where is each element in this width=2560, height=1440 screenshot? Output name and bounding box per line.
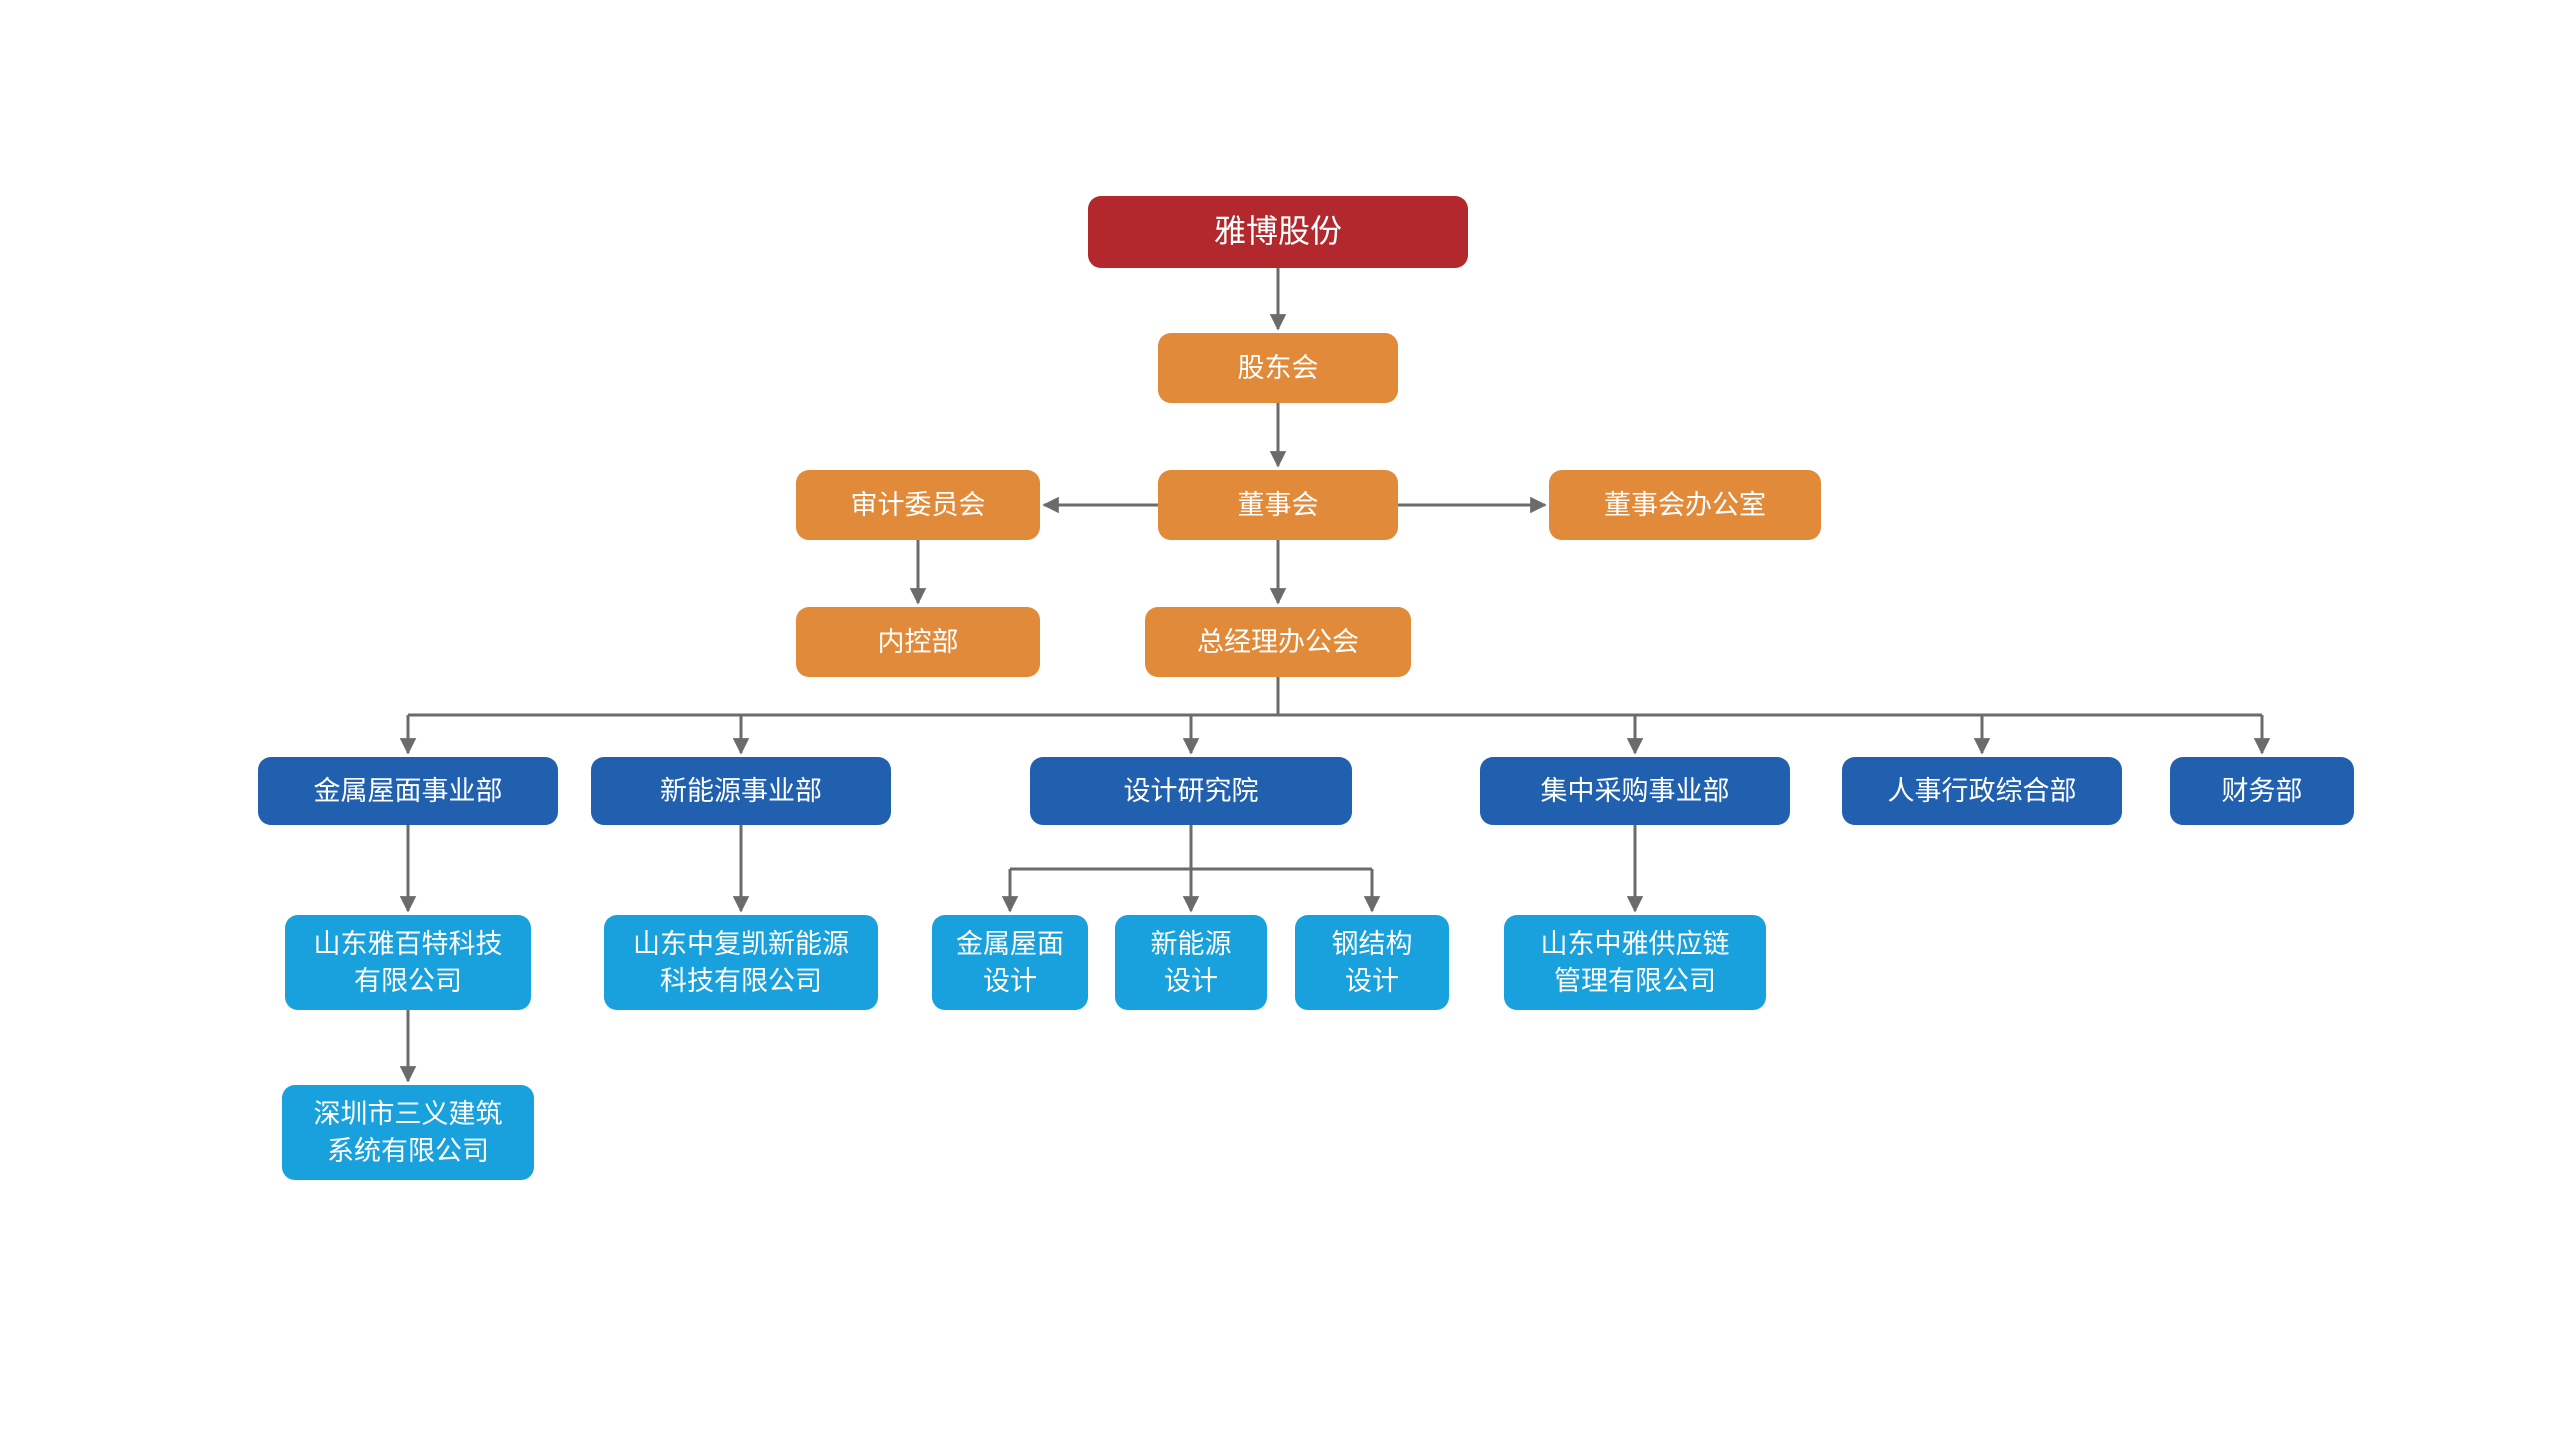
node-zhongya-company: 山东中雅供应链 管理有限公司 <box>1504 915 1766 1010</box>
node-hr-admin-dept: 人事行政综合部 <box>1842 757 2122 825</box>
node-procurement-division: 集中采购事业部 <box>1480 757 1790 825</box>
node-metal-roof-design-team: 金属屋面 设计 <box>932 915 1088 1010</box>
node-board-of-directors: 董事会 <box>1158 470 1398 540</box>
node-finance-dept: 财务部 <box>2170 757 2354 825</box>
node-general-manager-office: 总经理办公会 <box>1145 607 1411 677</box>
node-board-office: 董事会办公室 <box>1549 470 1821 540</box>
node-root-company: 雅博股份 <box>1088 196 1468 268</box>
node-internal-control-dept: 内控部 <box>796 607 1040 677</box>
node-zhongfukai-company: 山东中复凯新能源 科技有限公司 <box>604 915 878 1010</box>
node-new-energy-division: 新能源事业部 <box>591 757 891 825</box>
node-steel-structure-design-team: 钢结构 设计 <box>1295 915 1449 1010</box>
node-metal-roof-division: 金属屋面事业部 <box>258 757 558 825</box>
node-yabaite-company: 山东雅百特科技 有限公司 <box>285 915 531 1010</box>
node-sanyi-company: 深圳市三义建筑 系统有限公司 <box>282 1085 534 1180</box>
node-new-energy-design-team: 新能源 设计 <box>1115 915 1267 1010</box>
node-shareholders-meeting: 股东会 <box>1158 333 1398 403</box>
node-audit-committee: 审计委员会 <box>796 470 1040 540</box>
node-design-institute: 设计研究院 <box>1030 757 1352 825</box>
